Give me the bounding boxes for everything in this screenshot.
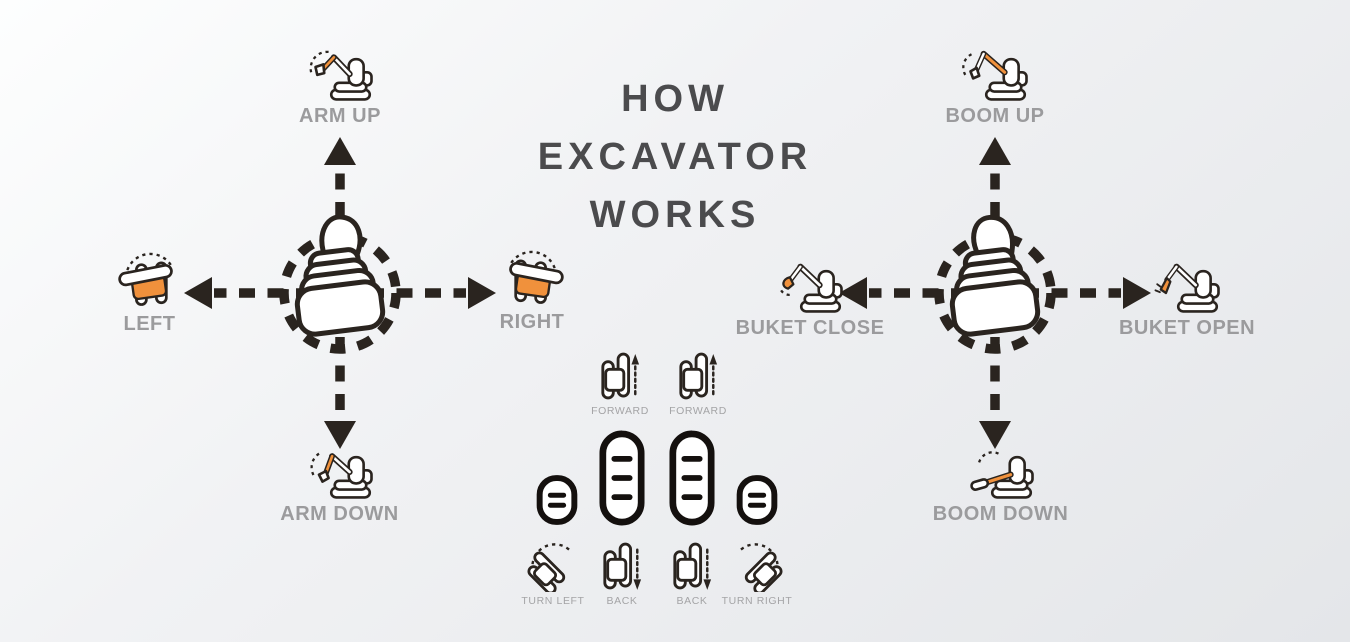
excavator-boom-down-icon bbox=[969, 451, 1034, 499]
right-joystick-crosshair-icon bbox=[839, 137, 1151, 449]
excavator-rotate-left-icon bbox=[117, 252, 174, 306]
tracks-turn-left-icon bbox=[527, 543, 573, 592]
bucket-open-label: BUKET OPEN bbox=[1118, 317, 1256, 339]
arm-up-item: ARM UP bbox=[270, 46, 410, 128]
dashed-arrows bbox=[214, 167, 466, 419]
dashed-arrows bbox=[869, 167, 1121, 419]
boom-down-label: BOOM DOWN bbox=[932, 503, 1069, 525]
back-left-item: BACK bbox=[592, 540, 652, 607]
pedal-large-icon bbox=[599, 430, 645, 526]
pedal-small-icon bbox=[736, 475, 778, 525]
arm-up-label: ARM UP bbox=[299, 105, 381, 127]
title-line-2: EXCAVATOR bbox=[537, 136, 813, 178]
boom-up-item: BOOM UP bbox=[920, 46, 1070, 128]
turn-right-label: TURN RIGHT bbox=[721, 595, 793, 607]
excavator-bucket-open-icon bbox=[1154, 263, 1220, 313]
tracks-forward-icon bbox=[601, 352, 640, 400]
title-line-1: HOW bbox=[621, 78, 729, 120]
rotate-left-item: LEFT bbox=[92, 252, 207, 336]
turn-left-label: TURN LEFT bbox=[521, 595, 585, 607]
forward-left-item: FORWARD bbox=[584, 350, 656, 417]
pedal-large-icon bbox=[669, 430, 715, 526]
tracks-turn-right-icon bbox=[737, 543, 783, 592]
left-joystick-crosshair-icon bbox=[184, 137, 496, 449]
arm-down-item: ARM DOWN bbox=[262, 444, 417, 526]
back-left-label: BACK bbox=[606, 595, 638, 607]
bucket-close-label: BUKET CLOSE bbox=[735, 317, 885, 339]
tracks-back-icon bbox=[673, 542, 712, 590]
turn-left-item: TURN LEFT bbox=[514, 540, 592, 607]
forward-left-label: FORWARD bbox=[591, 405, 649, 417]
arrowheads bbox=[184, 137, 496, 449]
back-right-item: BACK bbox=[662, 540, 722, 607]
back-right-label: BACK bbox=[676, 595, 708, 607]
bucket-close-item: BUKET CLOSE bbox=[725, 258, 895, 340]
boom-up-label: BOOM UP bbox=[945, 105, 1045, 127]
excavator-arm-down-icon bbox=[309, 452, 373, 499]
rotate-right-label: RIGHT bbox=[499, 311, 565, 333]
excavator-arm-up-icon bbox=[309, 50, 373, 101]
forward-right-item: FORWARD bbox=[662, 350, 734, 417]
arm-down-label: ARM DOWN bbox=[280, 503, 399, 525]
excavator-bucket-close-icon bbox=[780, 263, 843, 313]
turn-right-item: TURN RIGHT bbox=[718, 540, 796, 607]
bucket-open-item: BUKET OPEN bbox=[1102, 258, 1272, 340]
rotate-left-label: LEFT bbox=[123, 313, 176, 335]
boom-down-item: BOOM DOWN bbox=[918, 444, 1083, 526]
excavator-rotate-right-icon bbox=[508, 250, 564, 304]
joystick-icon bbox=[294, 214, 386, 337]
joystick-icon bbox=[949, 214, 1041, 337]
excavator-boom-up-icon bbox=[962, 50, 1028, 101]
tracks-forward-icon bbox=[679, 352, 718, 400]
tracks-back-icon bbox=[603, 542, 642, 590]
title-line-3: WORKS bbox=[589, 194, 761, 236]
arrowheads bbox=[839, 137, 1151, 449]
forward-right-label: FORWARD bbox=[669, 405, 727, 417]
rotate-right-item: RIGHT bbox=[472, 250, 592, 334]
page-title: HOW EXCAVATOR WORKS bbox=[0, 70, 1350, 244]
pedal-small-icon bbox=[536, 475, 578, 525]
